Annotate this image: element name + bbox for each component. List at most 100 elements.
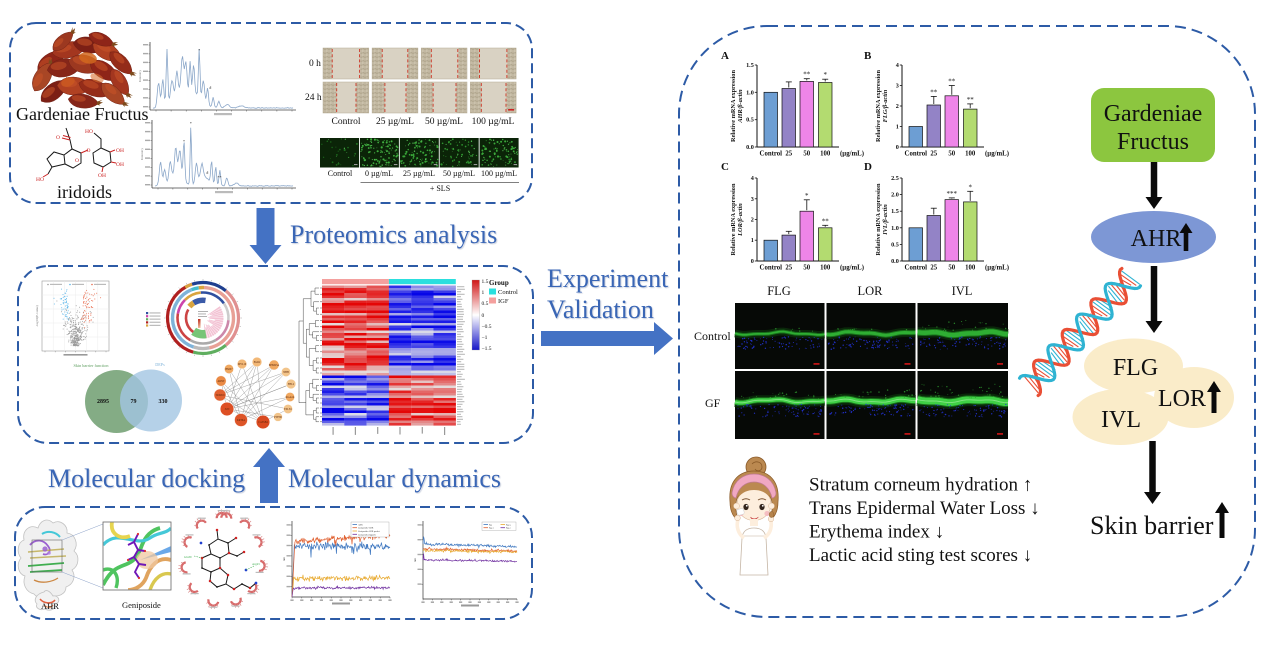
svg-text:DEPs: DEPs: [155, 362, 165, 367]
svg-text:HO: HO: [36, 177, 44, 183]
svg-text:Rg_z: Rg_z: [506, 527, 511, 530]
svg-text:Relative mRNA expression: Relative mRNA expression: [875, 183, 882, 255]
svg-text:LOR: LOR: [858, 284, 884, 298]
svg-text:KGA2A: KGA2A: [286, 396, 295, 399]
svg-text:Geniposide: Geniposide: [122, 600, 161, 610]
svg-text:BMX7: BMX7: [225, 368, 233, 371]
svg-text:**: **: [803, 71, 811, 79]
svg-text:B: B: [864, 50, 872, 62]
svg-text:IVL: IVL: [1101, 407, 1141, 433]
svg-text:PPP2R5A: PPP2R5A: [269, 364, 280, 367]
svg-text:**: **: [218, 175, 222, 180]
svg-text:(µg/mL): (µg/mL): [985, 151, 1009, 158]
svg-text:KRT6A: KRT6A: [237, 419, 245, 422]
svg-text:2.5: 2.5: [891, 175, 899, 182]
svg-text:2: 2: [896, 103, 899, 110]
svg-text:Experiment: Experiment: [547, 264, 669, 293]
svg-text:Rg_x: Rg_x: [489, 527, 495, 530]
svg-text:CASSB4: CASSB4: [258, 421, 268, 424]
svg-text:1: 1: [482, 290, 485, 296]
svg-text:D: D: [864, 161, 872, 173]
svg-text:25: 25: [785, 265, 792, 272]
svg-text:100: 100: [965, 265, 976, 272]
svg-text:*: *: [823, 71, 827, 79]
svg-text:50: 50: [948, 151, 955, 158]
svg-text:2.0: 2.0: [891, 192, 899, 199]
svg-text:Intensity: Intensity: [140, 148, 144, 160]
svg-text:Geniposide (ligand): Geniposide (ligand): [358, 533, 376, 536]
svg-text:OH: OH: [98, 173, 106, 179]
svg-text:nm: nm: [282, 556, 286, 561]
svg-text:2895: 2895: [97, 399, 109, 405]
svg-text:Relative mRNA expression: Relative mRNA expression: [730, 183, 737, 255]
svg-text:100: 100: [820, 151, 831, 158]
svg-text:JUN: JUN: [225, 408, 230, 411]
svg-text:Skin barrier function: Skin barrier function: [74, 363, 110, 368]
svg-text:**: **: [930, 88, 938, 96]
svg-text:1.5: 1.5: [891, 208, 899, 215]
svg-text:*: *: [805, 192, 809, 200]
svg-text:Proteomics analysis: Proteomics analysis: [290, 220, 497, 249]
svg-text:(µg/mL): (µg/mL): [840, 265, 864, 272]
svg-text:25: 25: [930, 265, 937, 272]
svg-text:1.0: 1.0: [891, 225, 899, 232]
svg-text:ARNT: ARNT: [217, 380, 224, 383]
svg-text:1.5: 1.5: [746, 62, 754, 69]
svg-text:3: 3: [751, 196, 754, 203]
svg-text:1: 1: [896, 124, 899, 131]
svg-text:0 µg/mL: 0 µg/mL: [365, 169, 393, 178]
svg-text:Fructus: Fructus: [1117, 129, 1189, 155]
svg-text:O: O: [87, 148, 91, 154]
svg-text:330: 330: [159, 399, 168, 405]
svg-text:+ SLS: + SLS: [430, 184, 450, 193]
svg-text:0: 0: [482, 313, 485, 319]
svg-text:**: **: [948, 78, 956, 86]
svg-text:Lactic acid sting test scores: Lactic acid sting test scores ↓: [809, 545, 1032, 566]
svg-text:GF: GF: [705, 396, 721, 410]
svg-text:0.5: 0.5: [891, 241, 899, 248]
svg-text:FHL2: FHL2: [288, 383, 295, 386]
svg-text:Rg: Rg: [489, 523, 492, 526]
svg-text:Molecular dynamics: Molecular dynamics: [288, 464, 501, 493]
svg-text:4: 4: [751, 175, 754, 182]
svg-text:*: *: [183, 139, 185, 144]
svg-text:25: 25: [785, 151, 792, 158]
svg-text:50: 50: [803, 151, 810, 158]
svg-text:FLG: FLG: [1113, 355, 1158, 381]
svg-text:Control: Control: [498, 289, 518, 296]
svg-text:C: C: [721, 161, 729, 173]
svg-text:1: 1: [751, 237, 754, 244]
svg-text:Validation: Validation: [547, 295, 654, 324]
svg-text:IVL: IVL: [952, 284, 973, 298]
svg-text:24 h: 24 h: [305, 93, 322, 103]
svg-text:AHR: AHR: [41, 601, 59, 611]
svg-text:−1: −1: [482, 335, 488, 341]
svg-text:OH: OH: [116, 162, 124, 168]
svg-text:Rg_y: Rg_y: [506, 523, 512, 526]
svg-text:Relative mRNA expression: Relative mRNA expression: [730, 70, 737, 142]
svg-text:Control: Control: [905, 265, 928, 272]
svg-text:Control: Control: [694, 329, 731, 343]
svg-text:Control: Control: [328, 169, 353, 178]
svg-text:3: 3: [896, 83, 899, 90]
svg-text:**: **: [822, 217, 830, 225]
svg-text:2: 2: [751, 217, 754, 224]
svg-text:-log10(P-value): -log10(P-value): [35, 305, 39, 326]
svg-text:0.5: 0.5: [482, 301, 489, 307]
svg-text:Gardeniae Fructus: Gardeniae Fructus: [16, 104, 148, 124]
svg-text:Trans Epidermal Water Loss ↓: Trans Epidermal Water Loss ↓: [809, 498, 1040, 519]
svg-text:FLG: FLG: [767, 284, 791, 298]
svg-text:Gardeniae: Gardeniae: [1104, 101, 1203, 127]
svg-text:Skin barrier: Skin barrier: [1090, 511, 1214, 540]
svg-text:MYL10: MYL10: [238, 363, 247, 366]
svg-text:HO: HO: [85, 129, 93, 135]
svg-text:iridoids: iridoids: [57, 182, 112, 202]
svg-text:79: 79: [131, 399, 137, 405]
svg-text:0.0: 0.0: [746, 144, 754, 151]
svg-text:**: **: [967, 96, 975, 104]
svg-text:O: O: [75, 158, 79, 164]
svg-text:LOR/β-actin: LOR/β-actin: [737, 203, 744, 237]
svg-text:AHR: AHR: [1131, 226, 1182, 252]
svg-text:ESLN1: ESLN1: [284, 408, 292, 411]
svg-text:#: #: [209, 85, 211, 90]
